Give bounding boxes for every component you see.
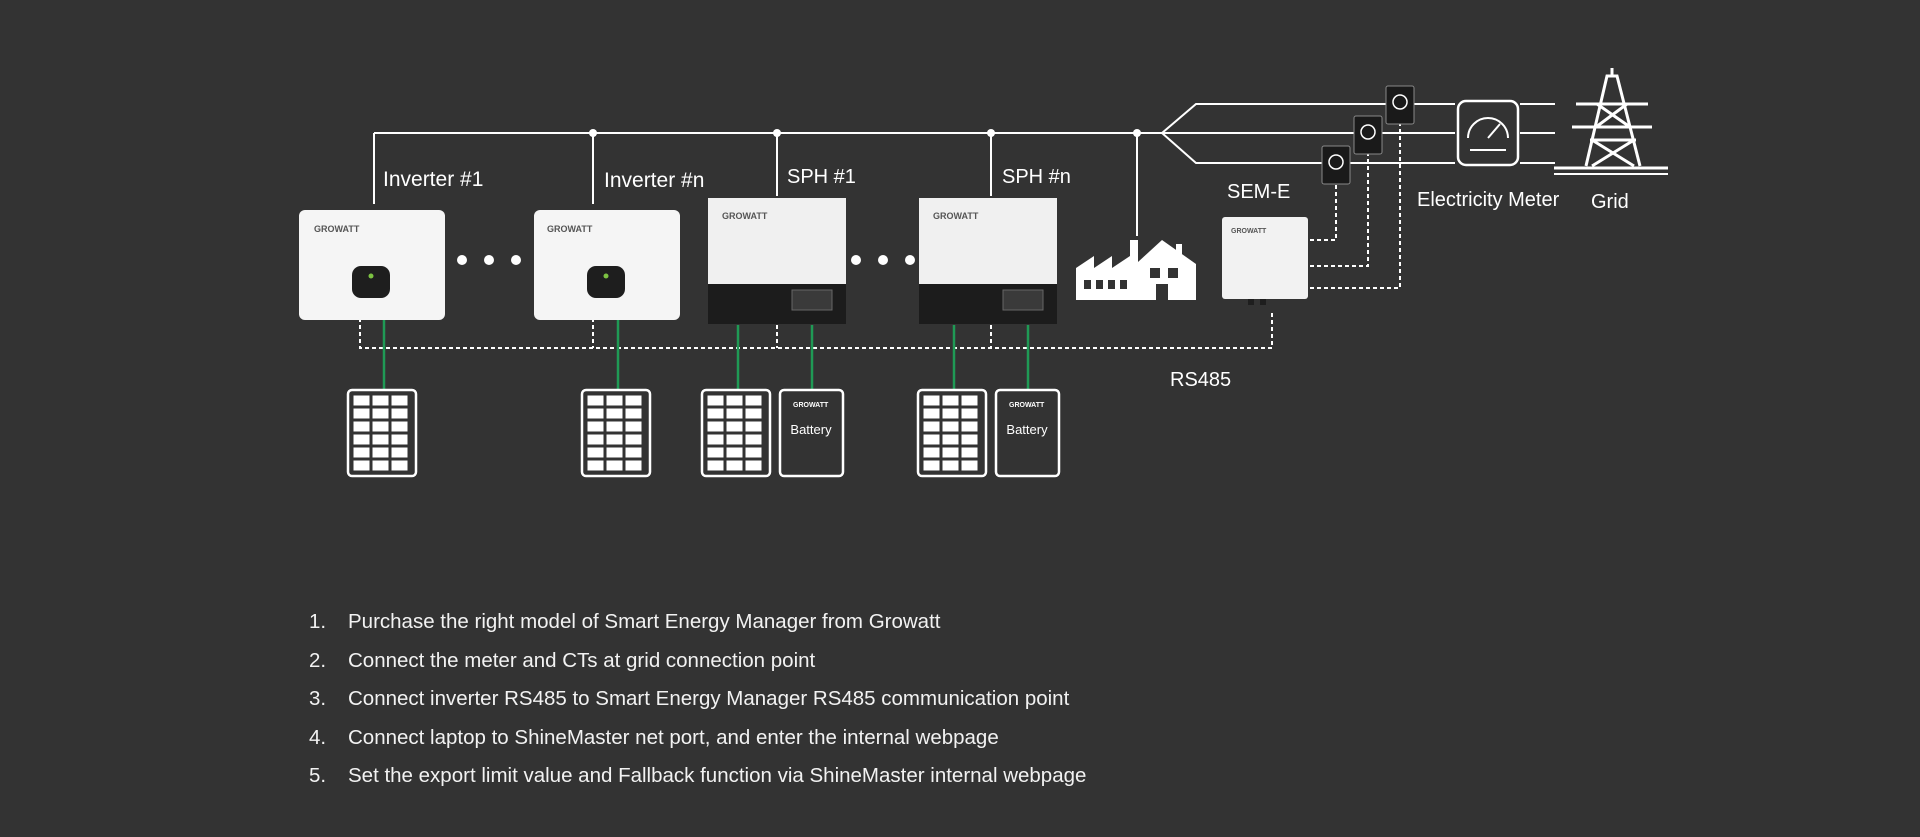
sph-n: GROWATT — [919, 198, 1057, 324]
sph-1: GROWATT — [708, 198, 846, 324]
label-sem-e: SEM-E — [1227, 181, 1290, 203]
grid-pylon-icon — [1554, 68, 1668, 175]
step-item: 1. Purchase the right model of Smart Ener… — [300, 610, 1086, 651]
brand-label: GROWATT — [547, 224, 593, 234]
electricity-meter-icon — [1456, 99, 1520, 167]
label-electricity-meter: Electricity Meter — [1417, 189, 1560, 211]
step-number: 5. — [309, 764, 327, 788]
step-text: Connect the meter and CTs at grid connec… — [348, 648, 816, 672]
step-text: Connect inverter RS485 to Smart Energy M… — [348, 687, 1070, 711]
battery-label: Battery — [790, 422, 832, 437]
step-number: 1. — [309, 610, 327, 633]
system-diagram: GROWATT GROWATT GROWATT GROWATT GROWA — [299, 68, 1668, 478]
ct-clamp-icon — [1321, 85, 1415, 185]
dc-cables — [382, 320, 1030, 390]
label-inverter-n: Inverter #n — [604, 169, 704, 192]
instruction-steps: 1. Purchase the right model of Smart Ener… — [300, 610, 1086, 805]
step-text: Set the export limit value and Fallback … — [348, 764, 1087, 788]
bus-junction-dots — [589, 129, 1141, 137]
step-item: 5. Set the export limit value and Fallbac… — [300, 766, 1086, 805]
solar-panel-icon — [346, 388, 988, 478]
inverter-n: GROWATT — [534, 210, 680, 320]
brand-label: GROWATT — [1009, 402, 1045, 409]
step-text: Connect laptop to ShineMaster net port, … — [348, 725, 999, 749]
brand-label: GROWATT — [793, 402, 829, 409]
step-item: 4. Connect laptop to ShineMaster net port… — [300, 725, 1086, 767]
label-sph-n: SPH #n — [1002, 166, 1071, 188]
brand-label: GROWATT — [1231, 228, 1267, 235]
rs485-line — [359, 112, 1401, 349]
brand-label: GROWATT — [722, 211, 768, 221]
step-text: Purchase the right model of Smart Energy… — [348, 610, 941, 633]
battery-1: GROWATT Battery — [778, 388, 845, 478]
inverter-1: GROWATT — [299, 210, 445, 320]
label-inverter-1: Inverter #1 — [383, 168, 483, 191]
label-sph-1: SPH #1 — [787, 166, 856, 188]
battery-label: Battery — [1006, 422, 1048, 437]
sem-e-device: GROWATT — [1222, 217, 1308, 305]
step-number: 4. — [309, 725, 327, 749]
step-item: 3. Connect inverter RS485 to Smart Energy… — [300, 689, 1086, 728]
battery-n: GROWATT Battery — [994, 388, 1061, 478]
factory-house-icon — [1076, 240, 1196, 300]
label-rs485: RS485 — [1170, 369, 1231, 391]
label-grid: Grid — [1591, 191, 1629, 213]
step-number: 2. — [309, 648, 327, 672]
ellipsis-dots — [457, 255, 915, 265]
brand-label: GROWATT — [314, 224, 360, 234]
step-item: 2. Connect the meter and CTs at grid conn… — [300, 648, 1086, 690]
step-number: 3. — [309, 687, 327, 711]
brand-label: GROWATT — [933, 211, 979, 221]
